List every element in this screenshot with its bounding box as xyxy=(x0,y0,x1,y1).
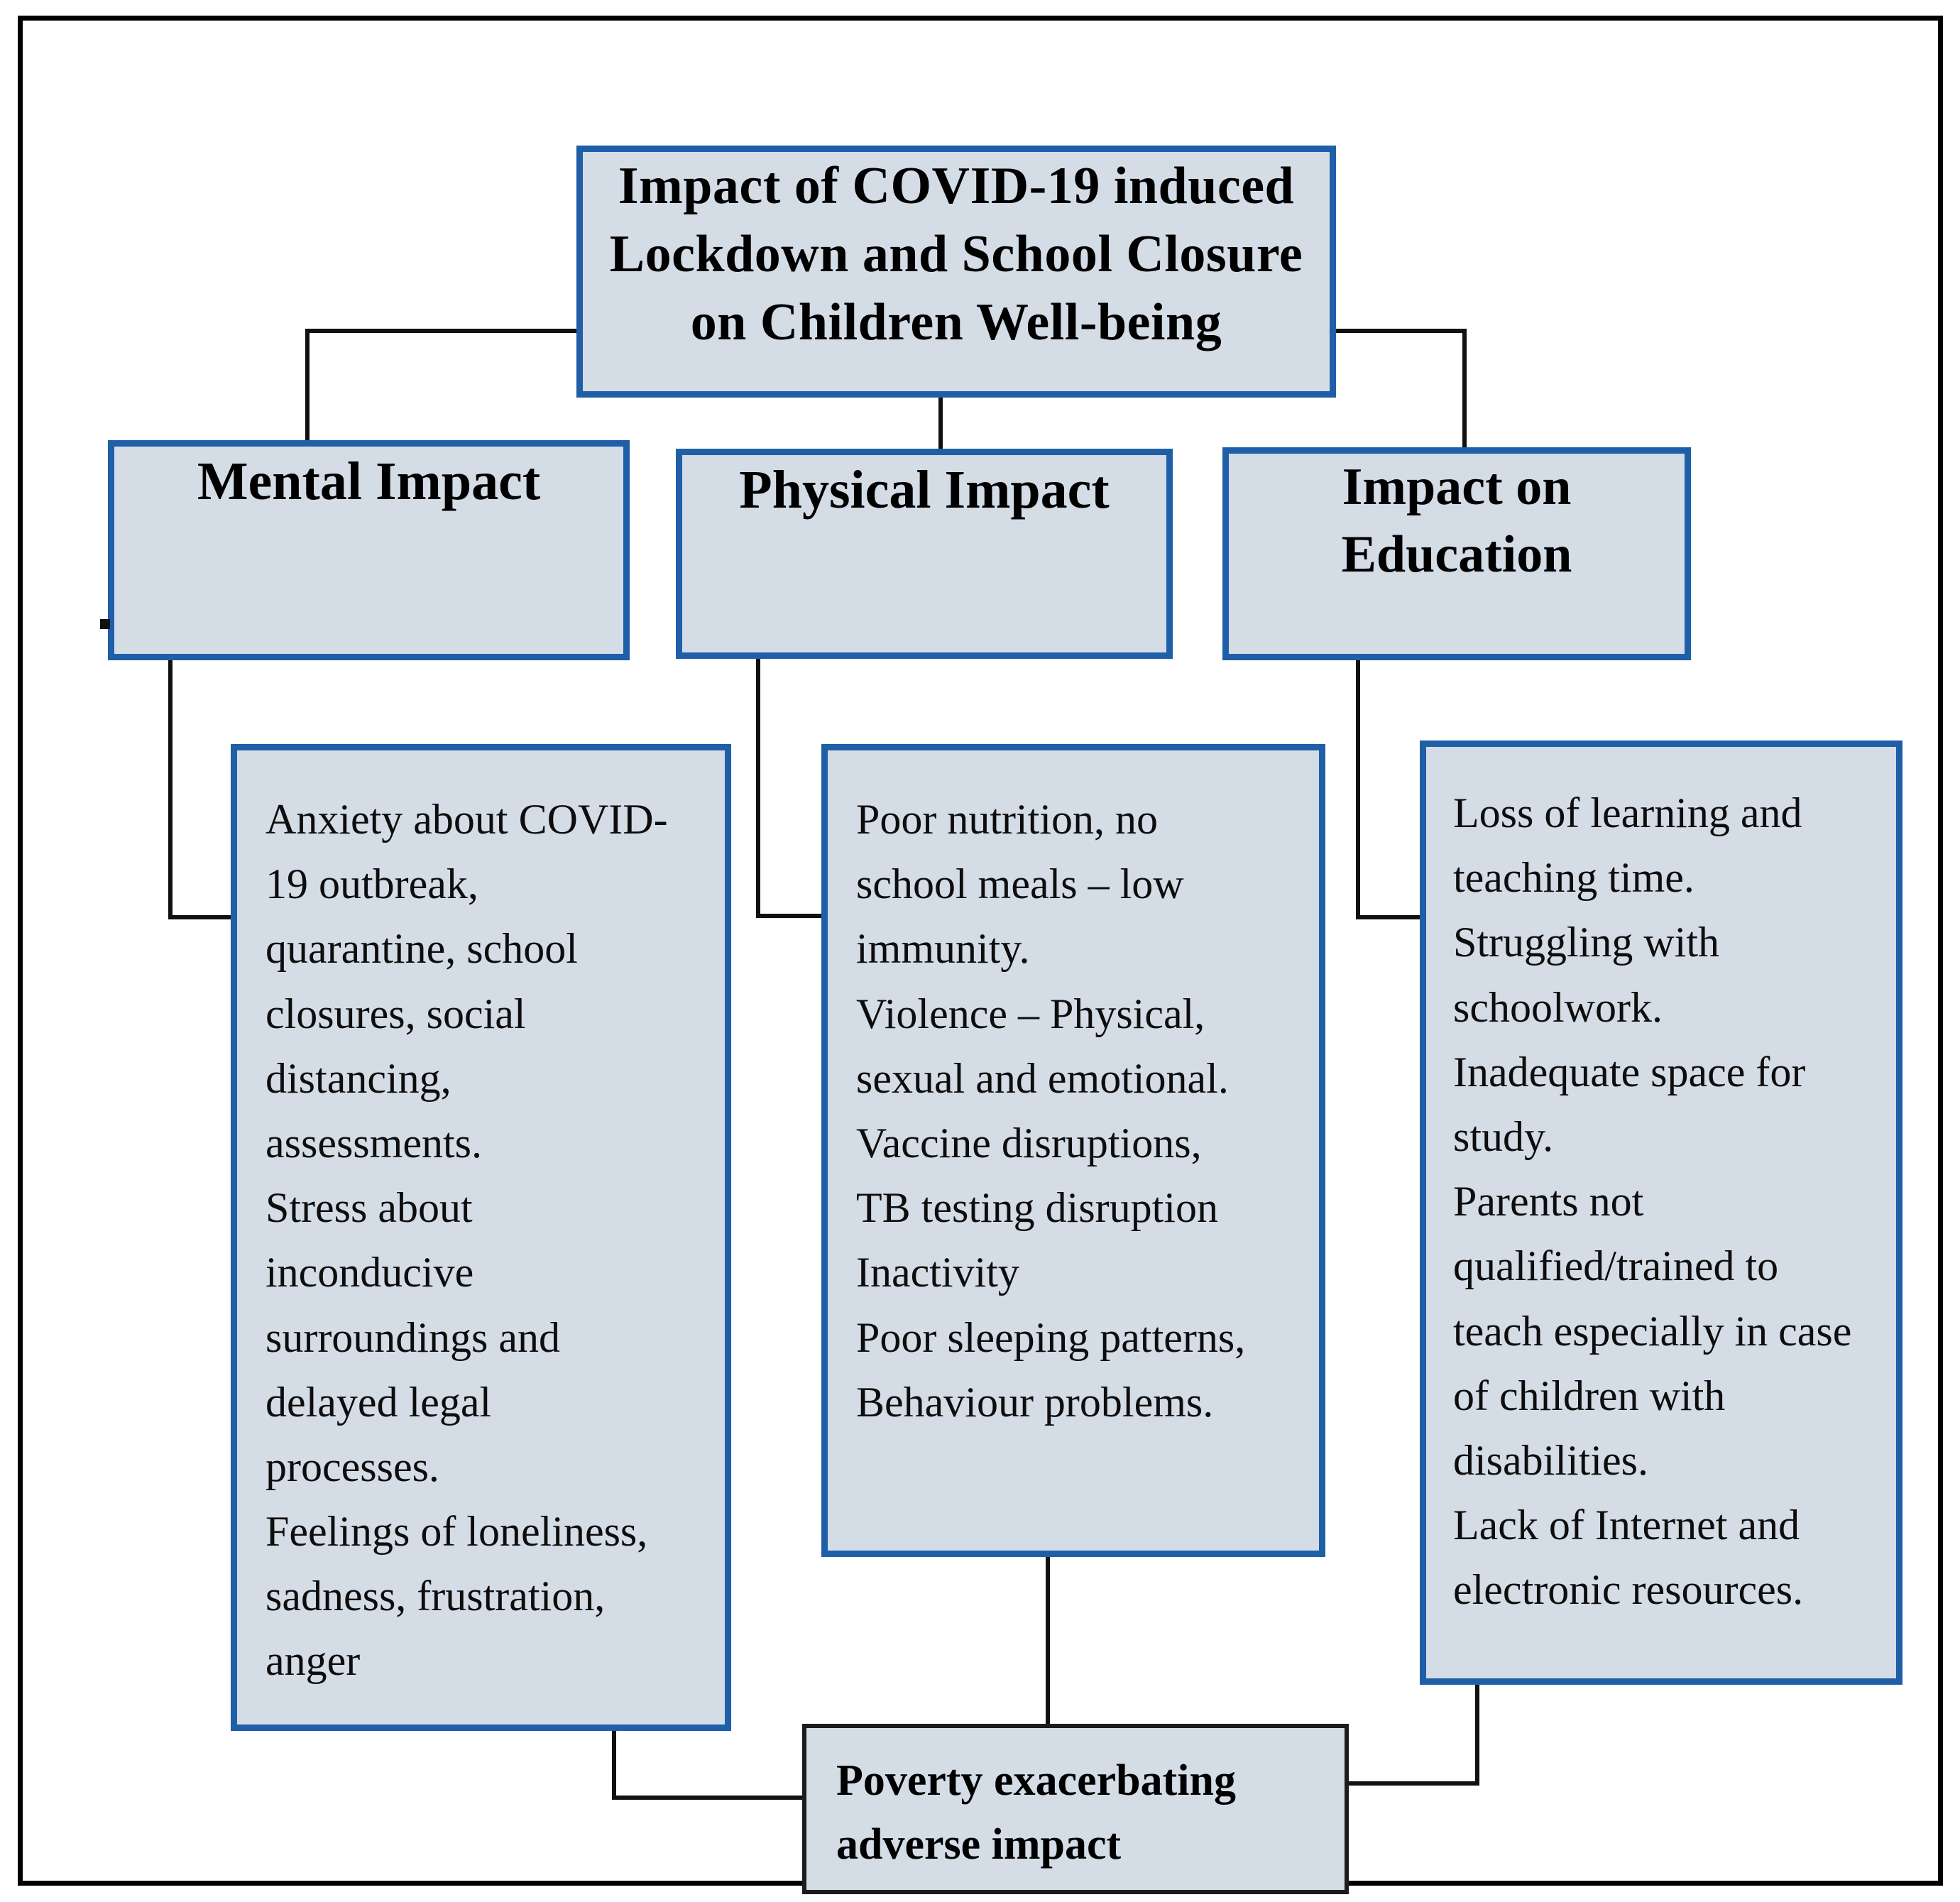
edge-mental-detail-horizontal xyxy=(168,915,234,919)
branch-node-physical-label: Physical Impact xyxy=(739,460,1110,520)
edge-root-education-horizontal xyxy=(1333,329,1467,333)
edge-education-detail-horizontal xyxy=(1356,915,1424,919)
edge-education-detail-vertical xyxy=(1356,657,1360,919)
footer-node-poverty-label: Poverty exacerbating adverse impact xyxy=(836,1756,1236,1869)
edge-education-poverty-vertical xyxy=(1475,1679,1479,1786)
detail-node-education[interactable]: Loss of learning and teaching time. Stru… xyxy=(1420,740,1902,1685)
detail-node-physical-text: Poor nutrition, no school meals – low im… xyxy=(856,796,1246,1426)
edge-physical-detail-vertical xyxy=(756,655,760,918)
edge-education-poverty-horizontal xyxy=(1342,1781,1479,1786)
root-node-label: Impact of COVID-19 induced Lockdown and … xyxy=(609,157,1303,352)
branch-node-education-label: Impact on Education xyxy=(1341,458,1572,584)
footer-node-poverty[interactable]: Poverty exacerbating adverse impact xyxy=(802,1724,1349,1894)
detail-node-education-text: Loss of learning and teaching time. Stru… xyxy=(1453,789,1852,1614)
edge-physical-poverty-vertical xyxy=(1046,1553,1050,1729)
root-node[interactable]: Impact of COVID-19 induced Lockdown and … xyxy=(576,146,1336,398)
edge-physical-detail-horizontal xyxy=(756,914,826,918)
edge-mental-detail-vertical xyxy=(168,657,173,919)
edge-root-physical-vertical xyxy=(938,395,943,451)
branch-node-physical[interactable]: Physical Impact xyxy=(676,449,1173,659)
detail-node-mental-text: Anxiety about COVID- 19 outbreak, quaran… xyxy=(265,796,668,1685)
edge-mental-poverty-horizontal xyxy=(612,1796,807,1800)
branch-node-mental-label: Mental Impact xyxy=(197,452,541,511)
detail-node-physical[interactable]: Poor nutrition, no school meals – low im… xyxy=(821,744,1325,1557)
edge-root-mental-vertical xyxy=(305,329,310,442)
branch-node-education[interactable]: Impact on Education xyxy=(1222,447,1691,660)
detail-node-mental[interactable]: Anxiety about COVID- 19 outbreak, quaran… xyxy=(231,744,731,1731)
stray-tick-mark xyxy=(100,619,110,629)
edge-root-mental-horizontal xyxy=(305,329,578,333)
edge-root-education-vertical xyxy=(1462,329,1467,449)
branch-node-mental[interactable]: Mental Impact xyxy=(108,440,630,660)
edge-mental-poverty-vertical xyxy=(612,1727,616,1799)
